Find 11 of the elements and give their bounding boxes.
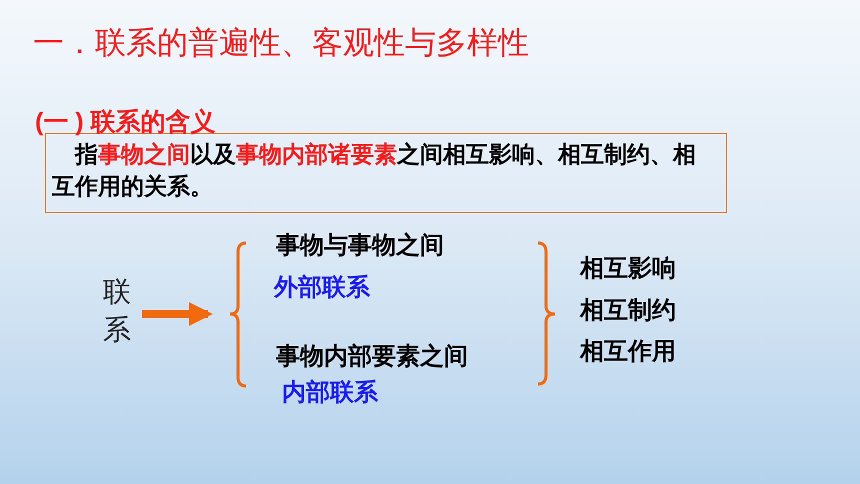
text-label: 事物与事物之间 <box>276 231 444 261</box>
text-label: 事物内部要素之间 <box>276 342 468 372</box>
text-label: 内部联系 <box>282 378 378 408</box>
arrow <box>142 302 213 326</box>
slide-title: 一．联系的普遍性、客观性与多样性 <box>33 24 529 62</box>
text-label: 相互制约 <box>580 296 676 326</box>
text-label: 外部联系 <box>274 273 370 303</box>
left-brace <box>229 241 248 388</box>
vertical-text: 联系 <box>103 274 131 350</box>
text-label: 相互作用 <box>580 337 676 367</box>
text-label: 相互影响 <box>580 254 676 284</box>
